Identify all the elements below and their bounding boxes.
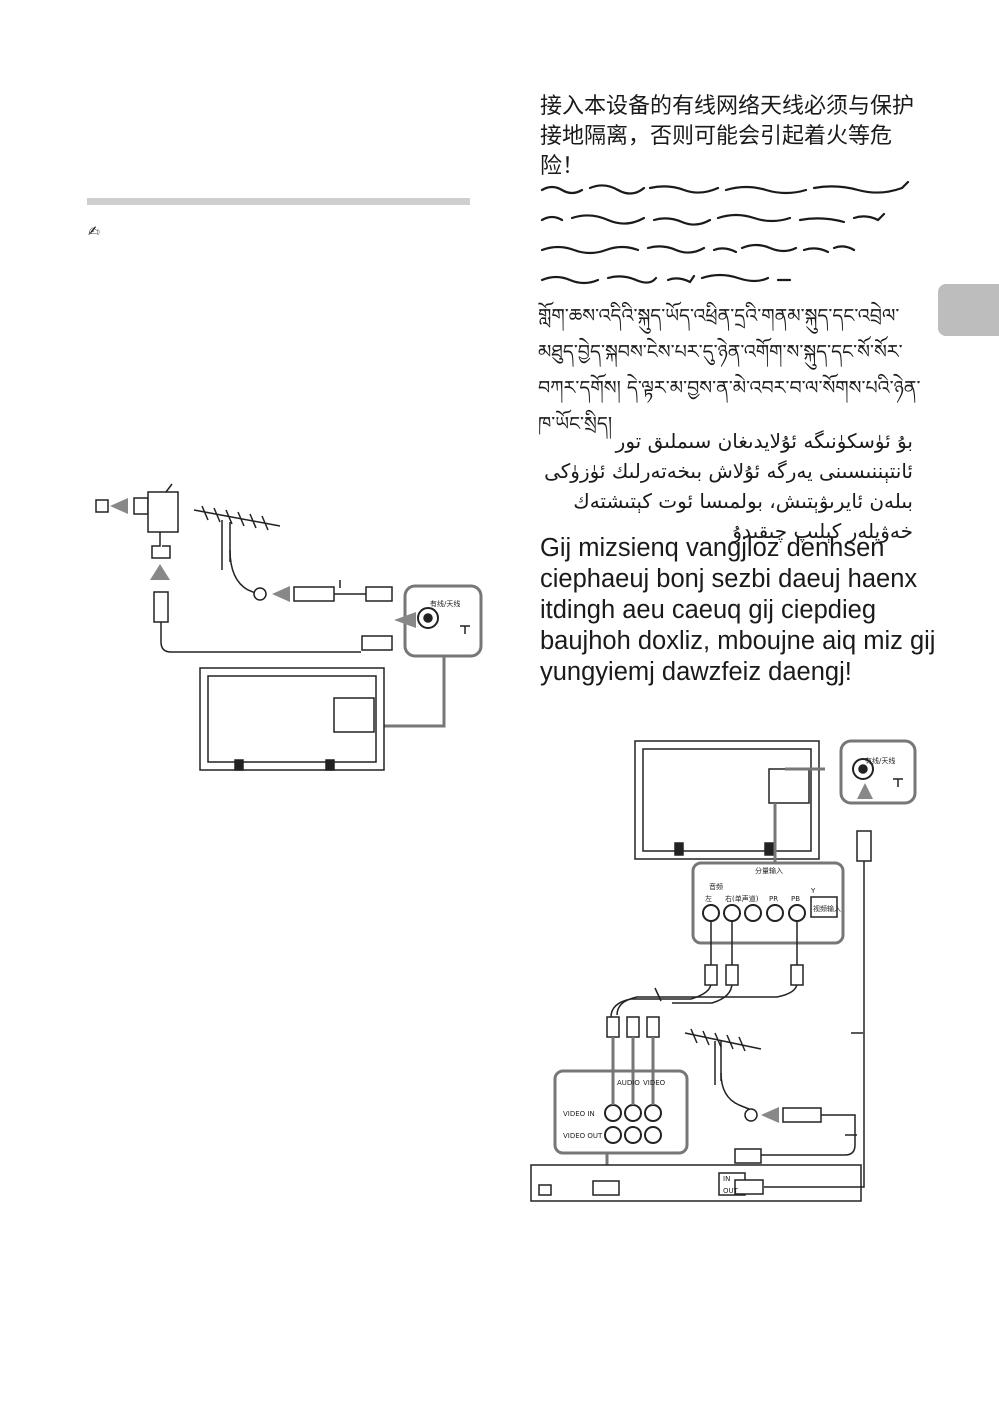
chapter-tab <box>938 284 999 336</box>
warning-tibetan: གློག་ཆས་འདིའི་སྐུད་ཡོད་འཕྲིན་དྲའི་གནམ་སྐ… <box>538 305 921 435</box>
connection-diagram-vcr: 有线/天线 分量输入 音频 左 右(单声道) PR PB Y 视频输入 AUDI… <box>530 739 917 1202</box>
y-label: Y <box>810 887 816 895</box>
jack-label-1: 有线/天线 <box>430 599 460 608</box>
warning-uyghur: بۇ ئۈسكۈنىگە ئۇلايدىغان سىملىق تور ئانتې… <box>544 429 913 543</box>
section-rule <box>87 198 470 205</box>
component-input-label: 分量输入 <box>755 866 783 875</box>
jack-label-2: 有线/天线 <box>865 756 895 765</box>
video-input-label: 视频输入 <box>813 904 841 913</box>
connection-diagram-antenna: 有线/天线 <box>95 483 483 771</box>
vcr-audio-label: AUDIO <box>617 1079 640 1087</box>
audio-right-label: 右(单声道) <box>725 894 759 903</box>
audio-left-label: 左 <box>705 894 712 903</box>
vcr-video-label: VIDEO <box>643 1079 666 1087</box>
pb-label: PB <box>791 895 800 903</box>
vcr-video-out-label: VIDEO OUT <box>563 1132 603 1140</box>
vcr-video-in-label: VIDEO IN <box>563 1110 595 1118</box>
vcr-rf-in-label: IN <box>723 1175 730 1183</box>
warning-chinese: 接入本设备的有线网络天线必须与保护接地隔离，否则可能会引起着火等危险！ <box>540 94 915 179</box>
pr-label: PR <box>769 895 778 903</box>
warning-mongolian-script <box>540 180 910 285</box>
warning-zhuang: Gij mizsienq vangjloz denhsen ciephaeuj … <box>540 534 936 686</box>
audio-label: 音频 <box>709 882 723 891</box>
pencil-note-icon: ✍ <box>88 224 100 240</box>
vcr-rf-out-label: OUT <box>723 1187 739 1195</box>
